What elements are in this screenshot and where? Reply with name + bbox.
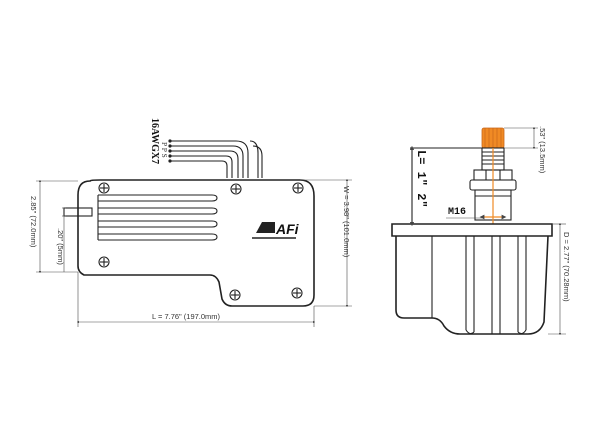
side-body (391, 223, 553, 335)
screw-4 (98, 256, 110, 268)
mounting-screws (98, 182, 304, 301)
wire-letters: P P S (160, 142, 169, 158)
side-view: .53" (13.5mm) L= 1" 2" M16 D = 2.77" (70… (391, 126, 571, 336)
thread-label: M16 (448, 207, 466, 218)
offset-dimension: .20" (5mm) (56, 207, 66, 272)
length-dim-text: L = 7.76" (197.0mm) (152, 312, 221, 321)
height-dimension: 2.85" (72.0mm) (29, 179, 78, 274)
screw-3 (292, 182, 304, 194)
housing-outline (77, 179, 315, 307)
offset-dim-text: .20" (5mm) (56, 228, 65, 265)
afi-logo: AFi (252, 221, 300, 239)
shaft-length-dimension: L= 1" 2" (409, 145, 482, 227)
cable-wires (170, 140, 263, 178)
shaft-length-text: L= 1" 2" (414, 150, 428, 208)
width-dimension: W = 3.98" (101.0mm) (300, 178, 352, 308)
depth-dimension: D = 2.77" (70.28mm) (548, 222, 571, 336)
screw-1 (98, 182, 110, 194)
wire-ends (168, 139, 172, 163)
cable-label: 16AWGX7 (149, 118, 160, 164)
height-dim-text: 2.85" (72.0mm) (29, 196, 38, 248)
shaft-tip (481, 127, 505, 149)
screw-2 (230, 183, 242, 195)
screw-5 (229, 289, 241, 301)
screw-6 (291, 287, 303, 299)
cooling-ribs (97, 194, 218, 241)
shaft-dimension: .53" (13.5mm) (504, 126, 547, 174)
length-dimension: L = 7.76" (197.0mm) (76, 272, 316, 327)
depth-dim-text: D = 2.77" (70.28mm) (562, 232, 571, 302)
shaft-dim-text: .53" (13.5mm) (538, 126, 547, 174)
logo-text: AFi (275, 221, 300, 237)
width-dim-text: W = 3.98" (101.0mm) (342, 186, 351, 258)
top-view: 16AWGX7 P P S AFi (29, 118, 352, 327)
thread-dimension: M16 (446, 207, 507, 220)
left-stub (63, 207, 93, 217)
